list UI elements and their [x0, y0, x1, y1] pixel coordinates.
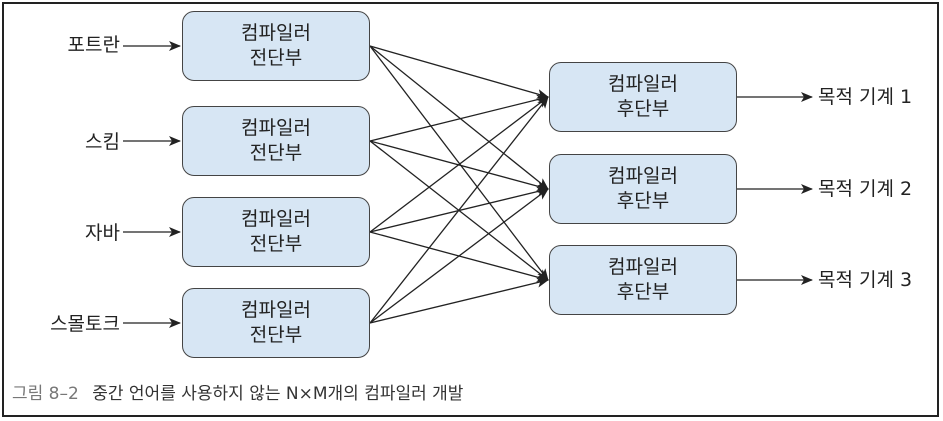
- front-end-box-line2: 전단부: [249, 47, 303, 69]
- target-label-3: 목적 기계 3: [818, 269, 913, 291]
- cross-arrow-1-3: [369, 45, 549, 281]
- front-end-box-line2: 전단부: [249, 142, 303, 164]
- back-end-box-line1: 컴파일러: [608, 165, 678, 187]
- back-end-box-line2: 후단부: [616, 98, 670, 120]
- back-end-box-line1: 컴파일러: [608, 256, 678, 278]
- front-end-box-line1: 컴파일러: [241, 117, 311, 139]
- front-end-box-line2: 전단부: [249, 324, 303, 346]
- cross-arrow-4-3: [369, 277, 549, 324]
- back-end-box-line2: 후단부: [616, 281, 670, 303]
- target-label-2: 목적 기계 2: [818, 178, 913, 200]
- target-label-1: 목적 기계 1: [818, 86, 913, 108]
- cross-arrow-4-2: [369, 188, 549, 324]
- source-label-java: 자바: [85, 222, 120, 244]
- figure-number: 그림 8–2: [12, 384, 79, 404]
- cross-arrow-3-1: [369, 96, 549, 233]
- back-end-box-2: 컴파일러 후단부: [549, 154, 737, 224]
- source-label-scheme: 스킴: [85, 131, 120, 153]
- back-end-box-1: 컴파일러 후단부: [549, 62, 737, 132]
- front-end-box-line2: 전단부: [249, 233, 303, 255]
- cross-arrow-1-1: [369, 45, 549, 99]
- front-end-box-line1: 컴파일러: [241, 299, 311, 321]
- front-end-box-2: 컴파일러 전단부: [182, 106, 370, 176]
- source-label-smalltalk: 스몰토크: [50, 313, 120, 335]
- cross-arrow-2-1: [369, 94, 549, 142]
- figure-frame: [2, 2, 939, 417]
- figure-caption-text: 중간 언어를 사용하지 않는 N×M개의 컴파일러 개발: [92, 384, 464, 404]
- back-end-box-3: 컴파일러 후단부: [549, 245, 737, 315]
- front-end-box-1: 컴파일러 전단부: [182, 11, 370, 81]
- back-end-box-line1: 컴파일러: [608, 73, 678, 95]
- front-end-box-3: 컴파일러 전단부: [182, 197, 370, 267]
- front-end-box-line1: 컴파일러: [241, 208, 311, 230]
- cross-arrow-4-1: [369, 96, 549, 324]
- source-label-fortran: 포트란: [67, 34, 120, 56]
- cross-arrow-1-2: [369, 45, 549, 190]
- front-end-box-line1: 컴파일러: [241, 22, 311, 44]
- front-end-box-4: 컴파일러 전단부: [182, 288, 370, 358]
- back-end-box-line2: 후단부: [616, 190, 670, 212]
- figure-caption: 그림 8–2 중간 언어를 사용하지 않는 N×M개의 컴파일러 개발: [12, 382, 463, 406]
